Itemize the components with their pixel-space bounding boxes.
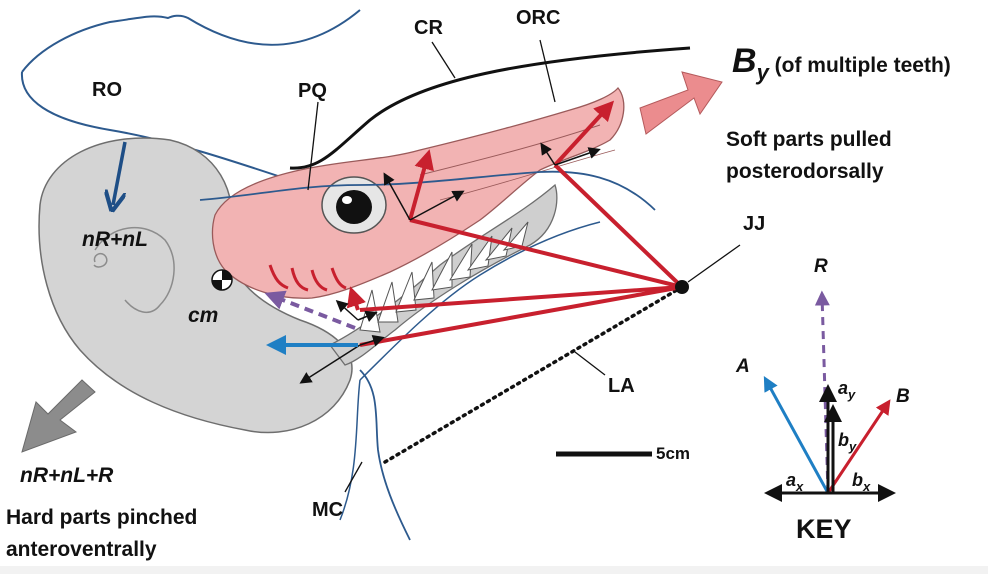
- eye-highlight: [342, 196, 352, 204]
- mc-lower-outline: [339, 379, 361, 521]
- upper-teeth: [268, 264, 347, 292]
- jj-joint: [675, 280, 689, 294]
- nr-nl-arrow: [113, 141, 127, 205]
- bottom-strip: [0, 566, 988, 574]
- rostral-lower-outline: [20, 71, 291, 181]
- red-arrow-mid: [408, 149, 434, 221]
- nr-nl-r-big-arrow: [21, 379, 96, 453]
- mc-leader: [344, 461, 363, 493]
- label-orc: ORC: [516, 7, 560, 29]
- label-la: LA: [608, 375, 635, 397]
- soft-note-line1: Soft parts pulled: [726, 128, 892, 151]
- hard-note-line2: anteroventrally: [6, 538, 157, 561]
- key-label-ax: ax: [786, 470, 804, 494]
- key-diagram: [763, 290, 896, 502]
- label-mc: MC: [312, 499, 343, 521]
- center-of-mass-symbol: [211, 269, 233, 291]
- by-big-arrow: [639, 71, 723, 135]
- label-pq: PQ: [298, 80, 327, 102]
- head-capsule-spiral: [93, 252, 108, 268]
- label-ro: RO: [92, 79, 122, 101]
- orbit-blue-line: [199, 170, 656, 211]
- label-cr: CR: [414, 17, 443, 39]
- force-lines: [359, 163, 684, 347]
- label-jj: JJ: [743, 213, 765, 235]
- key-vector-a: [763, 376, 830, 494]
- label-nr-nl-r: nR+nL+R: [20, 464, 114, 487]
- key-title: KEY: [796, 514, 852, 544]
- key-label-bx: bx: [852, 470, 871, 494]
- by-label-sub: y: [756, 60, 771, 85]
- label-scale: 5cm: [656, 444, 690, 463]
- cr-leader: [431, 41, 456, 79]
- key-label-r: R: [814, 256, 828, 277]
- hard-note-line1: Hard parts pinched: [6, 506, 197, 529]
- mc-outline: [359, 369, 411, 541]
- by-label-rest: (of multiple teeth): [769, 54, 951, 77]
- by-label: By (of multiple teeth): [732, 42, 951, 85]
- label-cm: cm: [188, 304, 218, 327]
- key-label-b: B: [896, 386, 910, 407]
- orc-leader: [539, 39, 556, 103]
- la-leader: [574, 351, 606, 376]
- lower-teeth: [359, 221, 529, 333]
- jj-leader: [687, 244, 741, 283]
- red-arrow-upper: [553, 100, 615, 167]
- component-arrows: [299, 142, 601, 384]
- key-label-ay: ay: [838, 378, 856, 402]
- key-label-by: by: [838, 430, 857, 454]
- label-nr-nl: nR+nL: [82, 228, 148, 251]
- la-outline: [359, 221, 601, 381]
- soft-parts-fold: [419, 124, 601, 176]
- key-vector-b: [826, 399, 891, 494]
- cranium-line: [289, 46, 691, 170]
- by-label-main: B: [732, 42, 757, 80]
- red-arrow-lower: [346, 286, 366, 311]
- pq-leader: [307, 101, 319, 191]
- la-dotted-line: [383, 285, 684, 464]
- key-label-a: A: [735, 356, 750, 377]
- soft-note-line2: posterodorsally: [726, 160, 884, 183]
- eye-pupil: [336, 190, 372, 224]
- purple-resultant-arrow: [264, 290, 356, 330]
- head-capsule-inner: [94, 226, 175, 314]
- rostral-outline: [21, 9, 361, 73]
